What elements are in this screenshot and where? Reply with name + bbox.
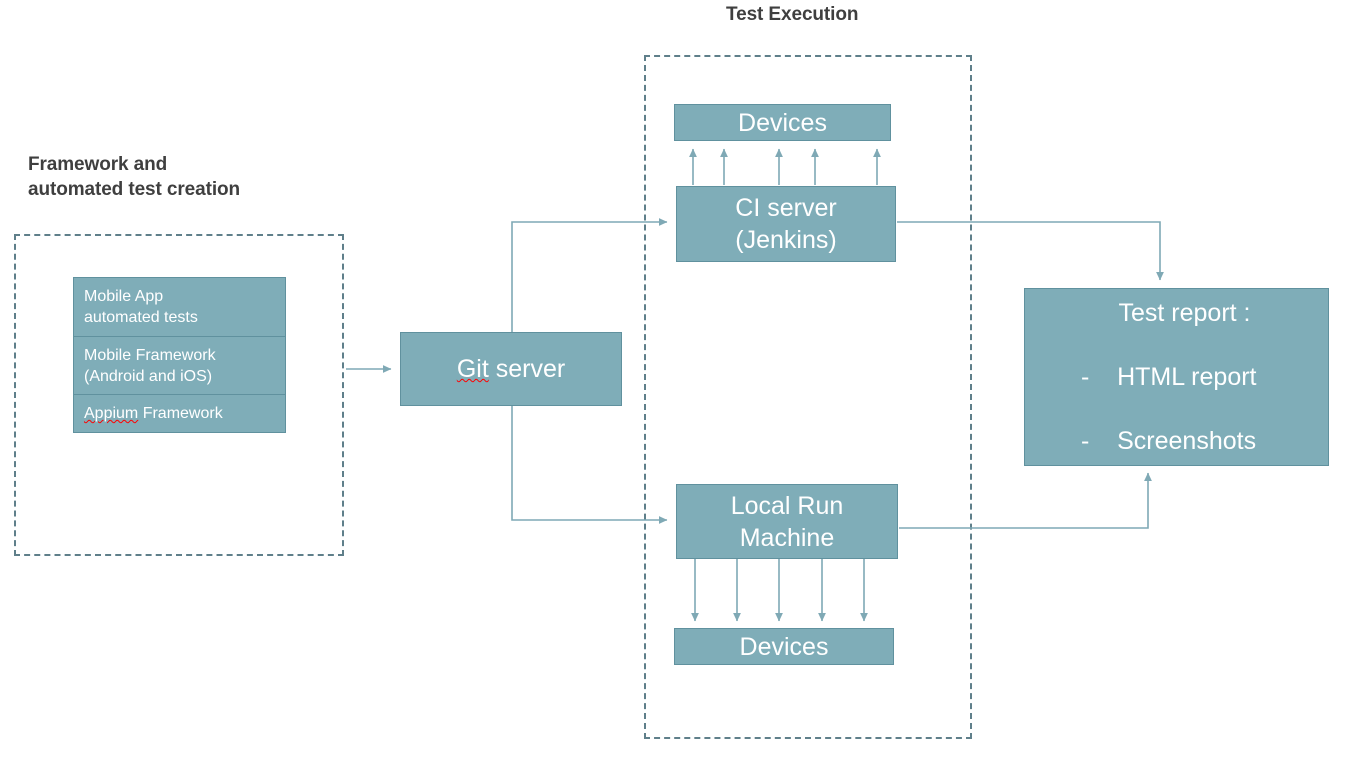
test-report-title: Test report : [1118,299,1251,327]
spellcheck-word-appium: Appium [84,405,139,423]
test-execution-group-boundary [644,55,972,739]
stack-item-mobile-app-tests[interactable]: Mobile App automated tests [74,278,285,336]
test-report-item-html: - HTML report [1081,363,1257,391]
test-execution-section-title: Test Execution [726,4,859,25]
test-report-item-screenshots: - Screenshots [1081,427,1257,455]
stack-item-mobile-app-tests-label: Mobile App automated tests [84,287,198,326]
stack-item-appium-framework-label: Appium Framework [84,403,285,424]
spellcheck-word-git: Git [456,355,489,383]
stack-item-mobile-framework-label: Mobile Framework (Android and iOS) [84,346,216,385]
node-devices-top-label: Devices [738,108,827,137]
node-local-run-machine[interactable]: Local Run Machine [676,484,898,559]
stack-item-appium-framework[interactable]: Appium Framework [74,394,285,432]
stack-item-appium-framework-rest: Framework [138,405,223,423]
node-devices-bottom-label: Devices [739,632,829,661]
node-ci-server[interactable]: CI server (Jenkins) [676,186,896,262]
stack-item-mobile-framework[interactable]: Mobile Framework (Android and iOS) [74,335,285,395]
node-devices-top[interactable]: Devices [674,104,891,141]
node-test-report-content: Test report : - HTML report - Screenshot… [1025,265,1328,489]
framework-group-boundary [14,234,344,556]
node-devices-bottom[interactable]: Devices [674,628,894,665]
node-git-server-rest: server [488,355,566,383]
node-test-report[interactable]: Test report : - HTML report - Screenshot… [1024,288,1329,466]
node-local-run-machine-label: Local Run Machine [730,491,844,552]
framework-section-title: Framework and automated test creation [28,154,241,200]
node-git-server[interactable]: Git server [400,332,622,406]
node-git-server-label: Git server [457,353,565,385]
framework-stack: Mobile App automated tests Mobile Framew… [73,277,286,433]
node-ci-server-label: CI server (Jenkins) [735,194,837,254]
